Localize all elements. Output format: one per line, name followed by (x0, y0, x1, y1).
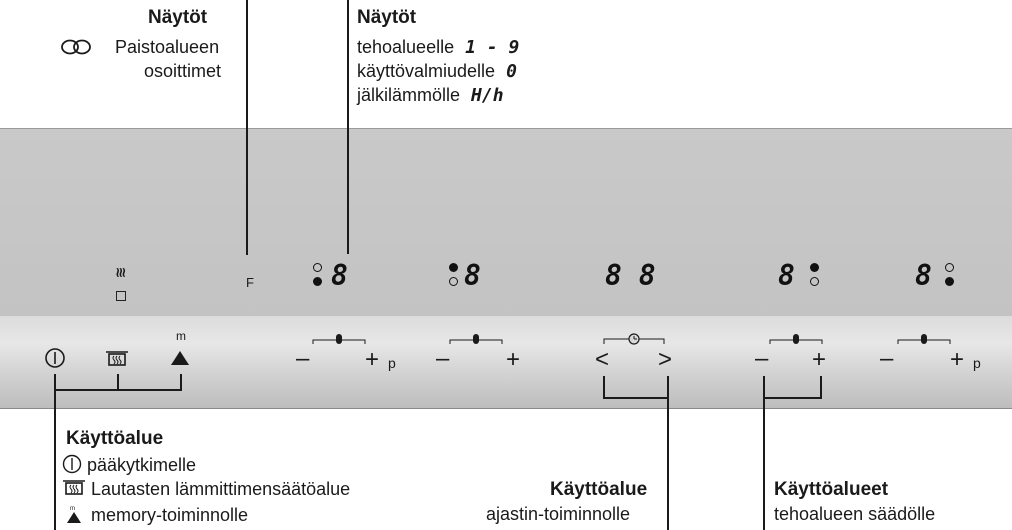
zone2-thermo-bracket (449, 334, 503, 344)
timer-digits: 8 8 (605, 259, 656, 292)
leader-top-left (246, 0, 248, 255)
zone1-ring-dot (313, 263, 322, 272)
zone4-dot (945, 277, 954, 286)
zone4-minus-button[interactable]: – (880, 345, 894, 372)
leader-zone-bar (763, 397, 822, 399)
zone4-thermo-bracket (897, 334, 951, 344)
zone1-dot (313, 277, 322, 286)
power-icon[interactable] (44, 347, 66, 369)
touch-control-strip (0, 316, 1012, 409)
row3-text: jälkilämmölle (357, 85, 461, 105)
zone3-ring-dot (810, 277, 819, 286)
plate-warmer-legend-icon (63, 480, 85, 495)
ring-icon (61, 39, 91, 55)
zone2-dot (449, 263, 458, 272)
memory-triangle-icon[interactable] (170, 350, 190, 366)
zone4-ring-dot (945, 263, 954, 272)
zone1-plus-button[interactable]: + (365, 346, 380, 373)
bottom-mid-title: Käyttöalue (550, 479, 648, 500)
bottom-mid-text: ajastin-toiminnolle (486, 504, 631, 524)
top-mid-row3: jälkilämmölle H/h (357, 85, 504, 106)
leader-bottom-left-bar (54, 389, 182, 391)
bottom-left-item2-text: Lautasten lämmittimensäätöalue (91, 479, 351, 499)
bottom-right-text: tehoalueen säädölle (774, 504, 936, 524)
leader-timer-left (603, 376, 605, 398)
zone2-ring-dot (449, 277, 458, 286)
clock-icon (603, 333, 665, 345)
leader-memory (180, 374, 182, 390)
zone3-plus-button[interactable]: + (812, 346, 827, 373)
zone3-minus-button[interactable]: – (755, 345, 769, 372)
zone1-thermo-bracket (312, 334, 366, 344)
leader-zone-right (820, 376, 822, 398)
zone3-dot (810, 263, 819, 272)
f-label: F (246, 275, 254, 290)
row2-text: käyttövalmiudelle (357, 61, 496, 81)
zone2-digit: 8 (464, 259, 481, 292)
leader-power (54, 374, 56, 530)
bottom-right-title: Käyttöalueet (774, 479, 889, 500)
row1-text: tehoalueelle (357, 37, 455, 57)
top-mid-row1: tehoalueelle 1 - 9 (357, 37, 519, 58)
zone1-digit: 8 (331, 259, 348, 292)
bottom-left-title: Käyttöalue (66, 428, 164, 449)
bottom-left-item1: pääkytkimelle (62, 454, 196, 476)
leader-zone-left (763, 376, 765, 530)
bottom-left-item3-text: memory-toiminnolle (91, 505, 249, 525)
plate-warmer-icon[interactable] (105, 350, 129, 368)
bottom-left-item2: Lautasten lämmittimensäätöalue (62, 479, 350, 500)
leader-warmer (117, 374, 119, 390)
zone2-plus-button[interactable]: + (506, 346, 521, 373)
control-panel: ≋ F 8 8 8 8 8 8 m – + p – + (0, 128, 1012, 409)
plate-warmer-indicator (116, 291, 126, 301)
zone2-minus-button[interactable]: – (436, 345, 450, 372)
memory-m-label: m (176, 329, 186, 343)
timer-increase-button[interactable]: > (658, 346, 673, 373)
plate-warmer-symbol: ≋ (113, 266, 130, 279)
top-left-line1: Paistoalueen (115, 37, 220, 57)
display-area (0, 128, 1012, 317)
memory-legend-icon: m (67, 506, 81, 523)
row1-value: 1 - 9 (465, 37, 520, 58)
top-left-title: Näytöt (148, 7, 208, 28)
top-left-line2: osoittimet (144, 61, 222, 81)
svg-text:m: m (70, 506, 75, 512)
top-mid-title: Näytöt (357, 7, 417, 28)
row2-value: 0 (506, 61, 517, 82)
zone3-thermo-bracket (769, 334, 823, 344)
top-mid-row2: käyttövalmiudelle 0 (357, 61, 517, 82)
row3-value: H/h (471, 85, 504, 106)
timer-decrease-button[interactable]: < (595, 346, 610, 373)
zone1-p-label: p (388, 355, 396, 371)
power-legend-icon (62, 454, 82, 474)
zone1-minus-button[interactable]: – (296, 345, 310, 372)
leader-timer-bar (603, 397, 669, 399)
bottom-left-item1-text: pääkytkimelle (87, 455, 197, 475)
leader-top-mid (347, 0, 349, 254)
zone4-digit: 8 (915, 259, 932, 292)
zone4-p-label: p (973, 355, 981, 371)
zone3-digit: 8 (778, 259, 795, 292)
zone4-plus-button[interactable]: + (950, 346, 965, 373)
bottom-left-item3: m memory-toiminnolle (66, 504, 248, 526)
leader-timer-right (667, 376, 669, 530)
